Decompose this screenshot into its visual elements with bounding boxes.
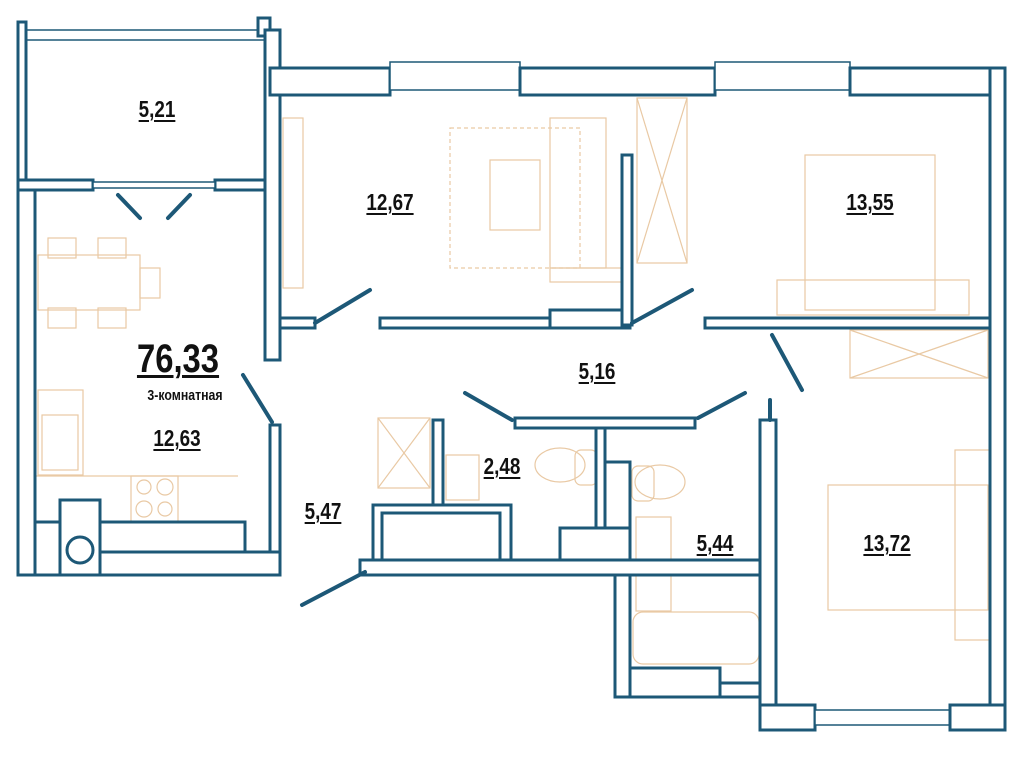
room-area-hall: 5,47 [304,498,342,524]
room-area-balcony: 5,21 [138,96,176,122]
total-area: 76,33 [136,337,220,381]
room-area-kitchen: 12,63 [153,425,201,451]
room-area-bathroom: 5,44 [696,530,734,556]
doors [116,193,804,607]
room-area-living-room: 12,67 [366,189,414,215]
furniture [35,97,991,665]
walls [16,16,1007,732]
room-area-bedroom-1: 13,55 [846,189,894,215]
room-area-toilet: 2,48 [483,453,521,479]
room-area-bedroom-2: 13,72 [863,530,911,556]
apartment-type: 3-комнатная [147,387,223,404]
room-area-corridor: 5,16 [578,358,616,384]
